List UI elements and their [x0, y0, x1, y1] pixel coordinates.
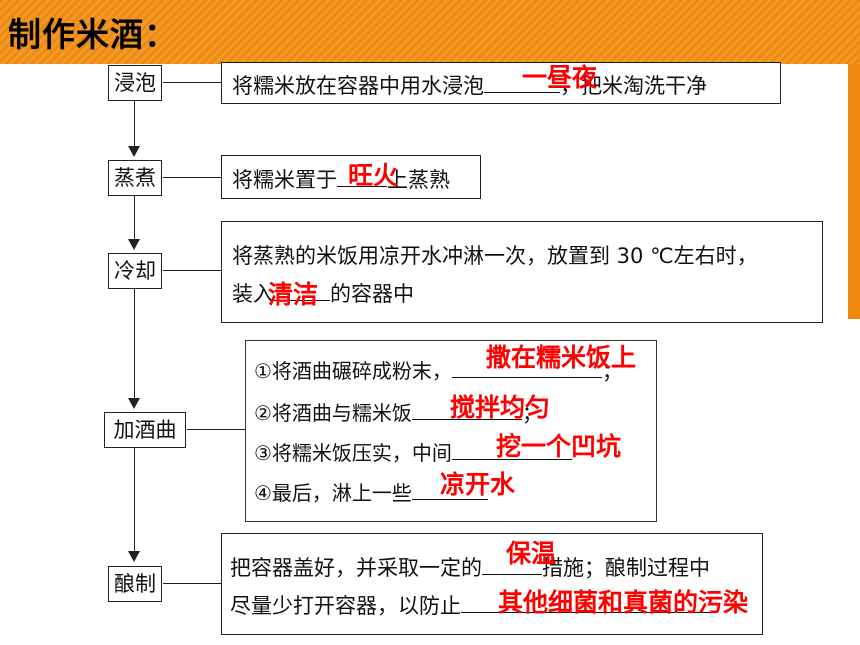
- soak-blank: [484, 72, 560, 93]
- page-title: 制作米酒：: [8, 15, 178, 54]
- yeast-item-4: ④最后，淋上一些: [254, 481, 412, 505]
- step-soak-box: 将糯米放在容器中用水浸泡 ，把米淘洗干净: [221, 62, 781, 104]
- step-cool-box: 将蒸熟的米饭用凉开水冲淋一次，放置到 30 ℃左右时， 装入 的容器中: [221, 221, 823, 323]
- connector-cool: [163, 270, 221, 271]
- answer-steam: 旺火: [348, 161, 399, 190]
- answer-yeast-2: 搅拌均匀: [450, 393, 551, 422]
- yeast-blank-3: [451, 439, 572, 460]
- arrow-4-line: [134, 448, 135, 552]
- answer-brew-1: 保温: [506, 539, 557, 568]
- yeast-blank-1: [451, 357, 602, 378]
- brew-text-1-post: 措施；酿制过程中: [542, 556, 710, 580]
- steam-text-post: 上蒸熟: [387, 168, 450, 192]
- answer-brew-2: 其他细菌和真菌的污染: [498, 588, 749, 617]
- yeast-item-1: ①将酒曲碾碎成粉末，: [254, 359, 452, 383]
- step-steam-box: 将糯米置于 上蒸熟: [221, 155, 481, 199]
- title-banner: [0, 0, 860, 64]
- step-yeast-box: ①将酒曲碾碎成粉末，； ②将酒曲与糯米饭； ③将糯米饭压实，中间 ④最后，淋上一…: [245, 340, 657, 522]
- cool-text-post: 的容器中: [330, 282, 414, 306]
- yeast-blank-2: [411, 399, 522, 420]
- arrow-4-head: [128, 551, 140, 562]
- brew-blank-2: [461, 592, 711, 613]
- connector-steam: [163, 177, 221, 178]
- stage-cool: 冷却: [108, 253, 162, 289]
- stage-soak: 浸泡: [108, 65, 162, 101]
- yeast-blank-4: [411, 479, 488, 500]
- connector-soak: [163, 82, 221, 83]
- arrow-3-line: [134, 289, 135, 399]
- answer-yeast-1: 撒在糯米饭上: [486, 343, 637, 372]
- arrow-1-line: [134, 101, 135, 147]
- connector-yeast: [187, 429, 245, 430]
- arrow-3-head: [128, 398, 140, 409]
- soak-text-post: ，把米淘洗干净: [560, 74, 707, 98]
- answer-cool: 清洁: [268, 280, 319, 309]
- brew-text-1: 把容器盖好，并采取一定的: [230, 556, 482, 580]
- brew-text-2: 尽量少打开容器，以防止: [230, 594, 461, 618]
- yeast-item-3: ③将糯米饭压实，中间: [254, 441, 452, 465]
- brew-blank-1: [482, 554, 542, 575]
- steam-text: 将糯米置于: [232, 168, 337, 192]
- side-accent: [848, 64, 860, 319]
- arrow-2-line: [134, 196, 135, 240]
- answer-yeast-4: 凉开水: [440, 470, 516, 499]
- yeast-item-2: ②将酒曲与糯米饭: [254, 401, 412, 425]
- stage-steam: 蒸煮: [108, 160, 162, 196]
- stage-add-yeast: 加酒曲: [104, 412, 186, 448]
- steam-blank: [337, 166, 387, 187]
- cool-text: 装入: [232, 282, 274, 306]
- stage-brew: 酿制: [108, 566, 162, 602]
- answer-yeast-3: 挖一个凹坑: [496, 432, 622, 461]
- arrow-1-head: [128, 146, 140, 157]
- step-brew-box: 把容器盖好，并采取一定的 措施；酿制过程中 尽量少打开容器，以防止: [221, 533, 763, 635]
- arrow-2-head: [128, 239, 140, 250]
- cool-blank: [274, 280, 330, 301]
- answer-soak: 一昼夜: [522, 63, 598, 92]
- soak-text: 将糯米放在容器中用水浸泡: [232, 74, 484, 98]
- cool-line-1: 将蒸熟的米饭用凉开水冲淋一次，放置到 30 ℃左右时，: [232, 244, 758, 268]
- connector-brew: [163, 583, 221, 584]
